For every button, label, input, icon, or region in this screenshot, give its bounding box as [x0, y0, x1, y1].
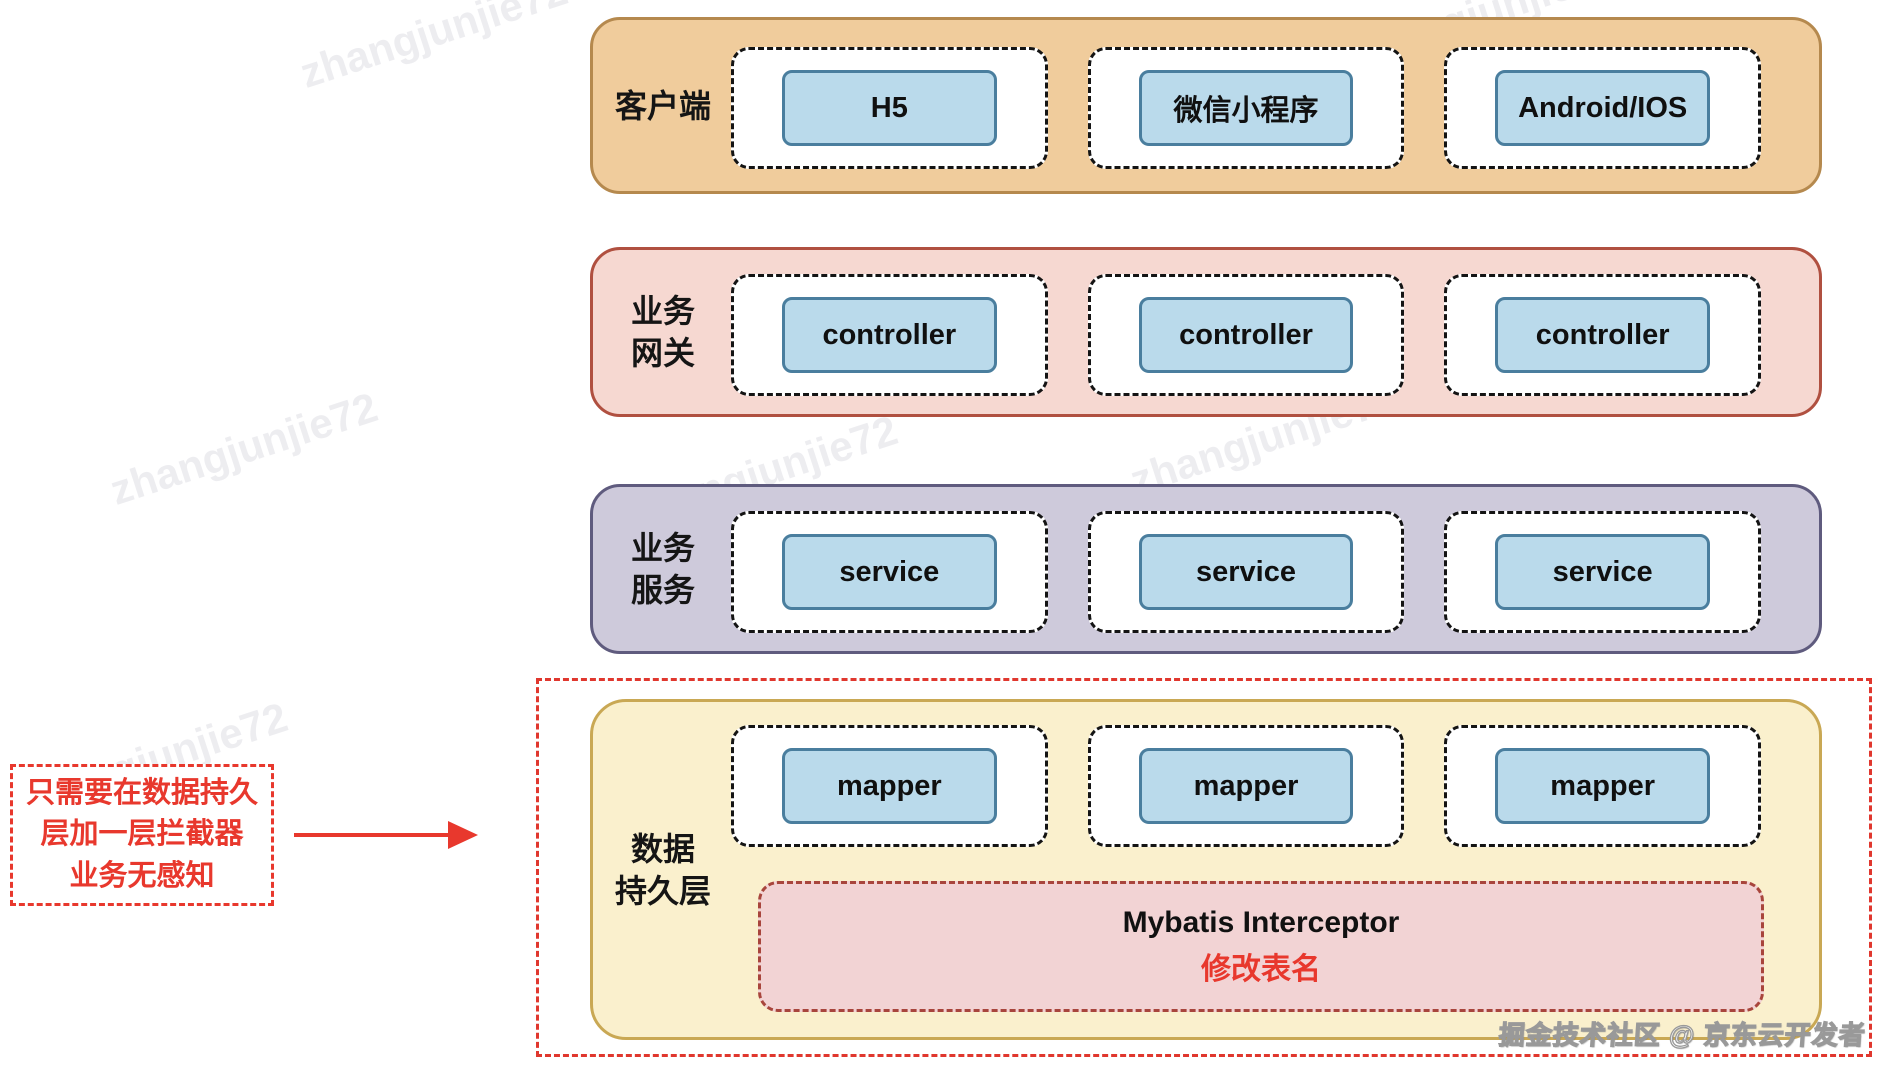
- node-slot-service-2: service: [1444, 511, 1762, 633]
- node-slot-service-0: service: [731, 511, 1048, 633]
- layer-band-data-persistence: 数据 持久层 mapper mapper mapper Mybatis Interc…: [590, 699, 1822, 1040]
- node-slot-service-1: service: [1087, 511, 1405, 633]
- node-slot-data-2: mapper: [1444, 725, 1762, 847]
- layer-nodes-client: H5 微信小程序 Android/IOS: [731, 47, 1762, 169]
- annotation-line: 层加一层拦截器: [40, 818, 244, 851]
- layer-label-client: 客户端: [593, 84, 733, 126]
- layer-band-service: 业务 服务 service service service: [590, 484, 1822, 654]
- node-box-gateway-1: controller: [1138, 297, 1354, 373]
- node-box-client-0: H5: [782, 70, 997, 146]
- node-slot-client-0: H5: [731, 47, 1048, 169]
- layer-label-line: 业务: [630, 292, 695, 329]
- mybatis-interceptor-title: Mybatis Interceptor: [1122, 905, 1400, 939]
- layer-band-client: 客户端 H5 微信小程序 Android/IOS: [590, 17, 1822, 194]
- annotation-arrow-head: [448, 821, 478, 849]
- layer-label-line: 数据: [630, 830, 695, 867]
- node-slot-gateway-1: controller: [1087, 274, 1405, 396]
- layer-label-line: 持久层: [614, 872, 711, 909]
- layer-label-gateway: 业务 网关: [593, 290, 733, 374]
- layer-nodes-gateway: controller controller controller: [731, 274, 1762, 396]
- node-box-gateway-2: controller: [1495, 297, 1711, 373]
- node-box-data-0: mapper: [782, 748, 997, 824]
- annotation-arrow-line: [294, 833, 450, 837]
- layer-label-line: 业务: [630, 529, 695, 566]
- node-box-data-2: mapper: [1495, 748, 1711, 824]
- mybatis-interceptor-box: Mybatis Interceptor 修改表名: [758, 881, 1764, 1012]
- node-box-service-1: service: [1138, 534, 1354, 610]
- layer-label-line: 网关: [630, 335, 695, 371]
- credit-watermark: 掘金技术社区 @ 京东云开发者: [1497, 1019, 1867, 1050]
- node-box-gateway-0: controller: [782, 297, 997, 373]
- layer-nodes-service: service service service: [731, 511, 1762, 633]
- mybatis-interceptor-subtitle: 修改表名: [1201, 952, 1321, 986]
- node-slot-gateway-0: controller: [731, 274, 1048, 396]
- annotation-note: 只需要在数据持久 层加一层拦截器 业务无感知: [10, 764, 274, 906]
- layer-label-data-persistence: 数据 持久层: [593, 827, 733, 911]
- node-box-client-1: 微信小程序: [1138, 70, 1354, 146]
- node-box-client-2: Android/IOS: [1495, 70, 1711, 146]
- annotation-line: 业务无感知: [69, 859, 215, 892]
- layer-label-service: 业务 服务: [593, 527, 733, 611]
- watermark-text: zhangjunjie72: [104, 383, 384, 514]
- watermark-text: zhangjunjie72: [294, 0, 574, 97]
- layer-label-line: 服务: [630, 572, 695, 608]
- node-box-service-2: service: [1495, 534, 1711, 610]
- layer-label-line: 客户端: [614, 87, 711, 124]
- annotation-line: 只需要在数据持久: [25, 777, 258, 810]
- node-box-service-0: service: [782, 534, 997, 610]
- layer-nodes-data-persistence: mapper mapper mapper: [731, 725, 1762, 847]
- node-slot-data-1: mapper: [1087, 725, 1405, 847]
- node-slot-client-1: 微信小程序: [1087, 47, 1405, 169]
- node-slot-gateway-2: controller: [1444, 274, 1762, 396]
- node-box-data-1: mapper: [1138, 748, 1354, 824]
- layer-band-gateway: 业务 网关 controller controller controller: [590, 247, 1822, 417]
- data-layer-highlight-border: [536, 678, 1872, 1057]
- node-slot-client-2: Android/IOS: [1444, 47, 1762, 169]
- node-slot-data-0: mapper: [731, 725, 1048, 847]
